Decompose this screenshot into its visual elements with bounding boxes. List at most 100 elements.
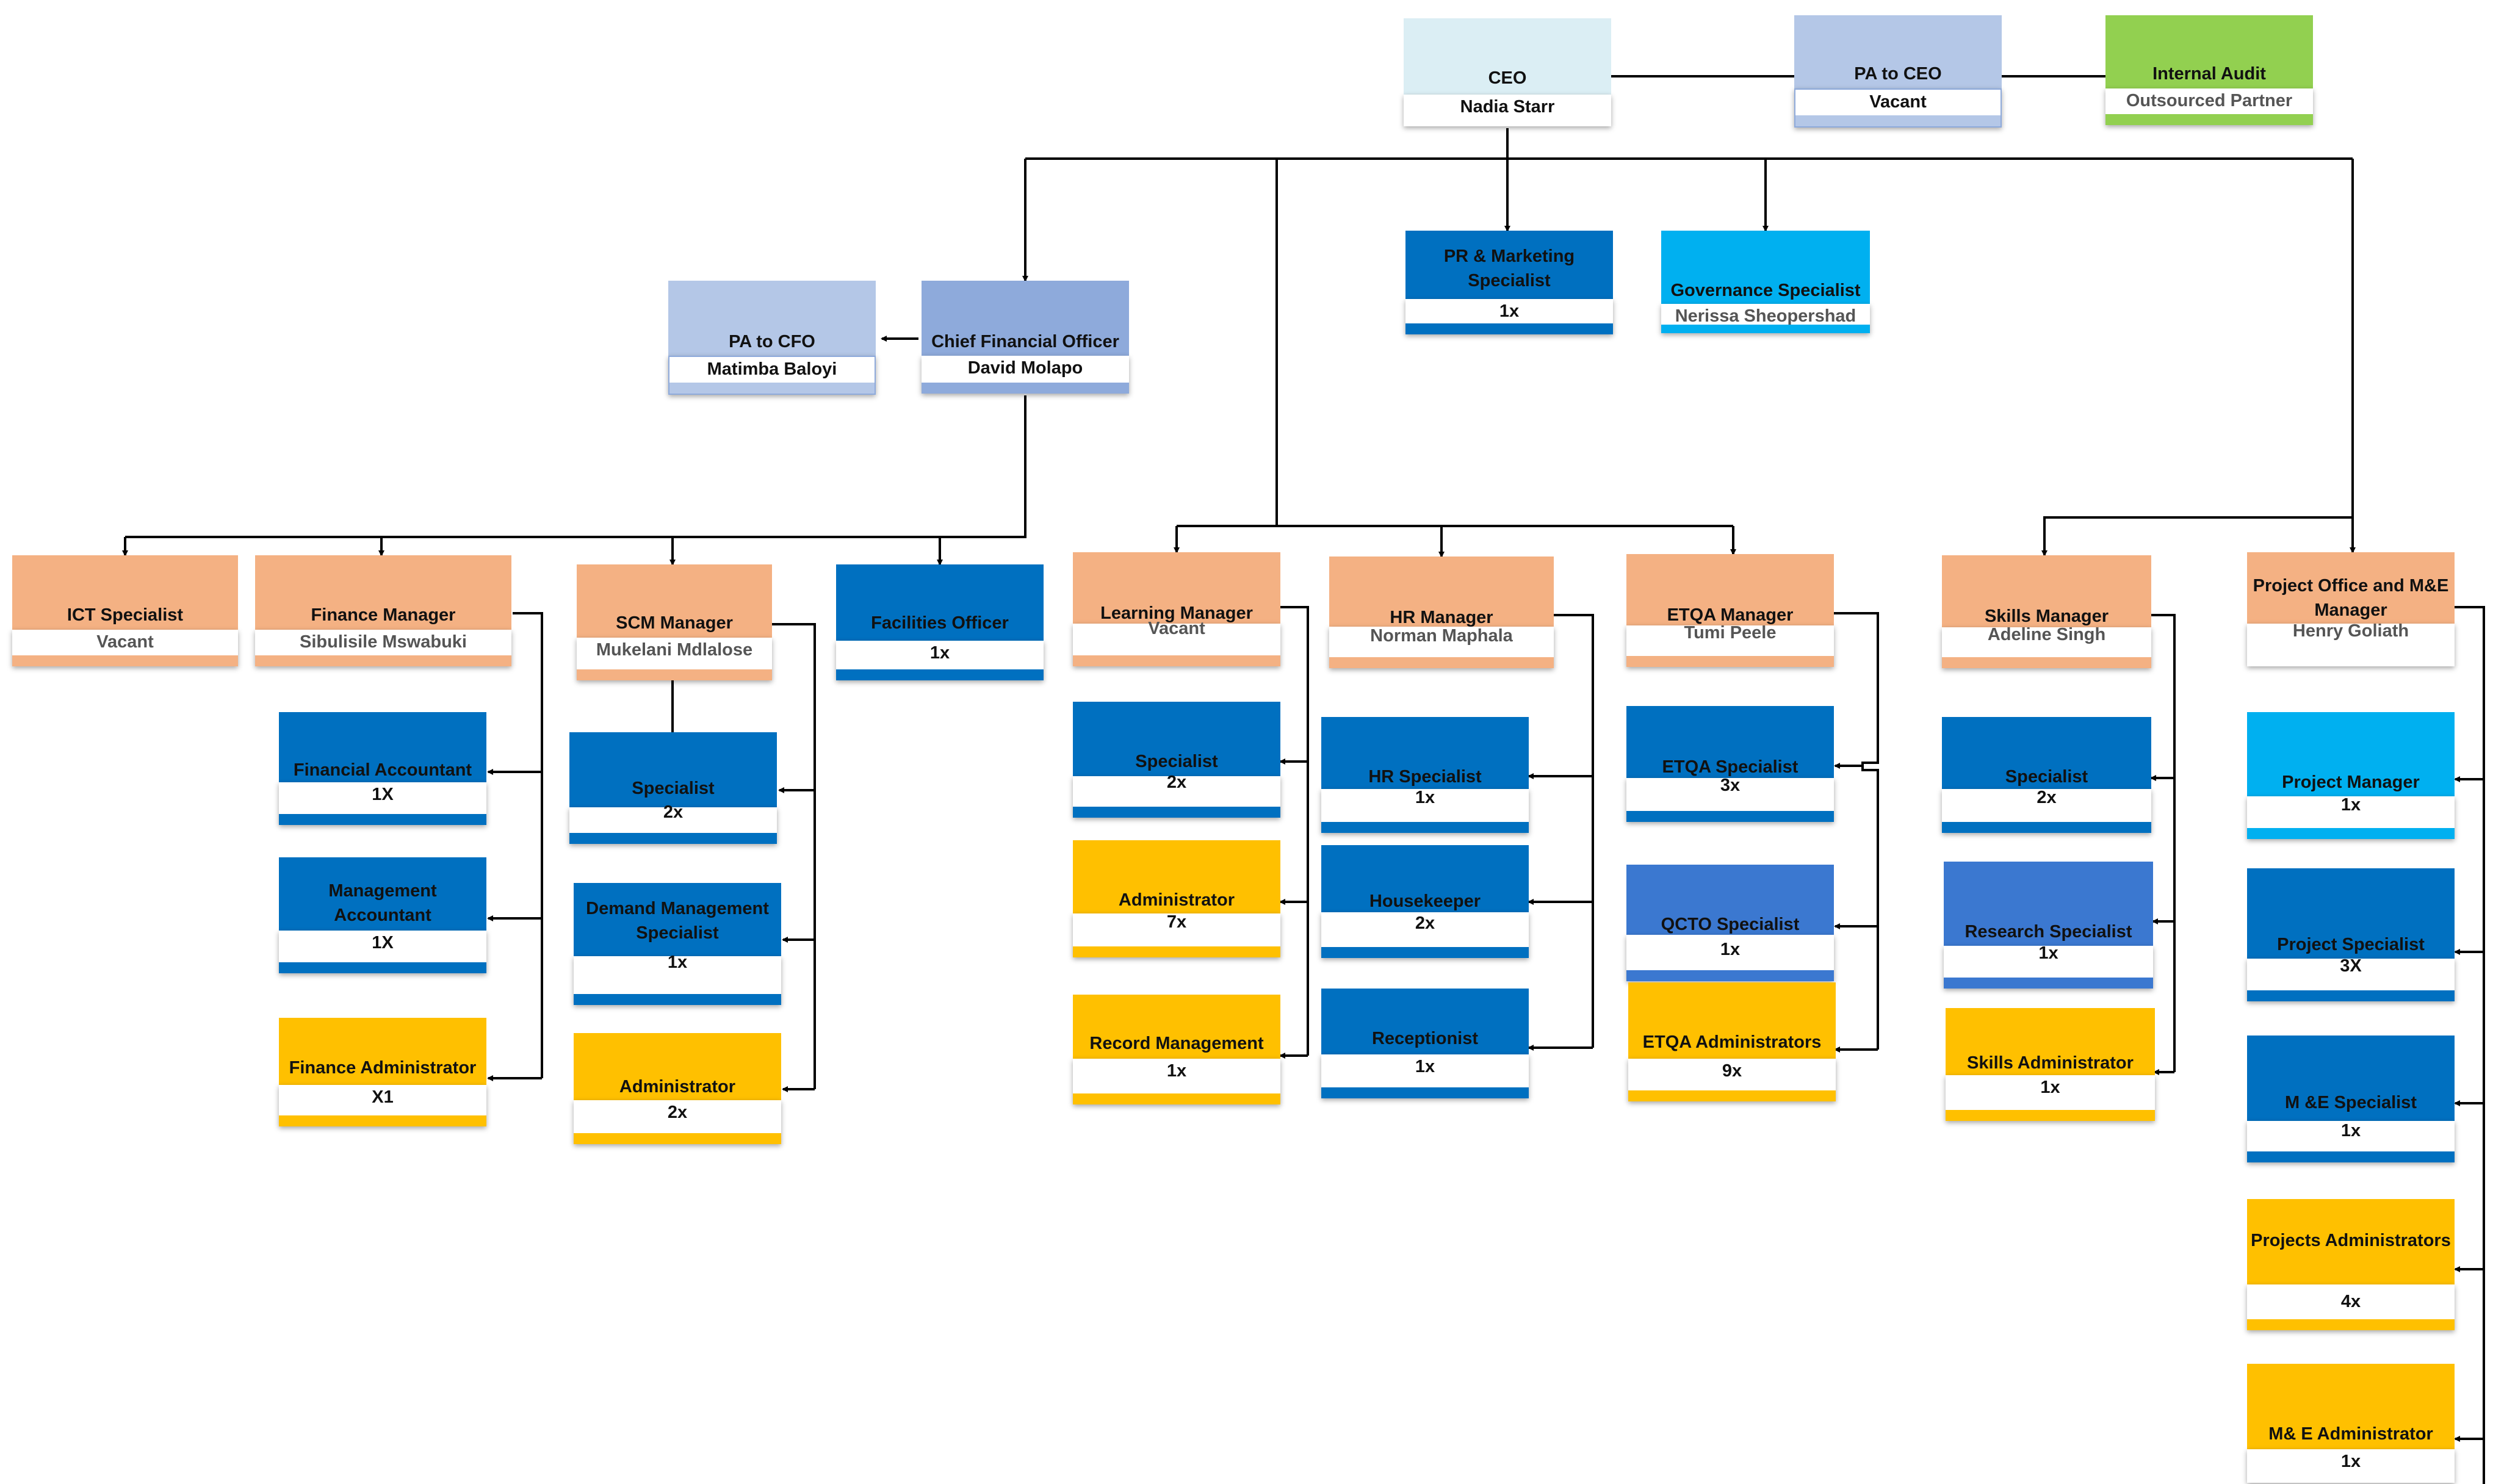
node-financial-accountant: Financial Accountant 1X: [279, 712, 486, 825]
node-subtitle: Nadia Starr: [1460, 97, 1555, 117]
node-subtitle: 3x: [1720, 776, 1741, 795]
node-finance-administrator: Finance Administrator X1: [279, 1018, 486, 1126]
node-title-text: Demand Management Specialist: [586, 899, 769, 943]
node-title: PR & Marketing Specialist: [1405, 244, 1613, 293]
node-subtitle: Tumi Peele: [1684, 623, 1777, 643]
node-learning-administrator: Administrator 7x: [1073, 840, 1280, 957]
node-skills-administrator: Skills Administrator 1x: [1946, 1008, 2155, 1121]
node-skills-specialist: Specialist 2x: [1942, 717, 2151, 833]
node-management-accountant: Management Accountant 1X: [279, 857, 486, 973]
node-demand-management-specialist: Demand Management Specialist 1x: [574, 883, 781, 1005]
node-title: Housekeeper: [1369, 891, 1481, 911]
node-title: CEO: [1488, 68, 1527, 88]
node-title: PA to CEO: [1854, 64, 1942, 84]
node-hr-specialist: HR Specialist 1x: [1321, 717, 1529, 833]
node-subtitle: 2x: [2037, 788, 2057, 807]
node-title: Administrator: [1118, 890, 1235, 910]
node-governance: Governance Specialist Nerissa Sheopersha…: [1661, 231, 1870, 333]
node-title: Receptionist: [1371, 1029, 1479, 1048]
node-internal-audit: Internal Audit Outsourced Partner: [2105, 15, 2313, 125]
node-title: ETQA Manager: [1667, 605, 1794, 625]
node-subtitle: 7x: [1166, 912, 1187, 932]
node-research-specialist: Research Specialist 1x: [1944, 862, 2153, 989]
node-title: Specialist: [1135, 752, 1218, 771]
node-cfo: Chief Financial Officer David Molapo: [922, 281, 1129, 394]
node-title: Project Specialist: [2277, 935, 2425, 954]
node-subtitle: 2x: [667, 1103, 688, 1122]
node-scm-administrator: Administrator 2x: [574, 1033, 781, 1144]
node-subtitle: 9x: [1722, 1061, 1742, 1081]
node-subtitle: 1x: [1415, 788, 1435, 807]
node-title: Research Specialist: [1964, 922, 2132, 942]
node-title: Chief Financial Officer: [931, 332, 1119, 351]
node-subtitle: Henry Goliath: [2292, 621, 2409, 641]
node-subtitle: 1x: [1499, 301, 1520, 321]
node-subtitle: Mukelani Mdlalose: [596, 640, 753, 660]
node-title: Finance Manager: [311, 605, 456, 625]
node-subtitle: 1x: [2340, 1452, 2361, 1471]
node-subtitle: Sibulisile Mswabuki: [300, 632, 467, 652]
node-subtitle: 2x: [1415, 913, 1435, 933]
node-subtitle: 3X: [2340, 956, 2362, 976]
node-subtitle: Outsourced Partner: [2126, 91, 2293, 110]
node-subtitle: Adeline Singh: [1987, 625, 2106, 644]
node-etqa-administrators: ETQA Administrators 9x: [1628, 982, 1836, 1101]
node-title: M &E Specialist: [2285, 1093, 2417, 1112]
node-subtitle: 1x: [2040, 1078, 2060, 1097]
node-subtitle: 1x: [1415, 1057, 1435, 1076]
node-etqa-manager: ETQA Manager Tumi Peele: [1626, 554, 1834, 667]
node-subtitle: Nerissa Sheopershad: [1675, 306, 1856, 326]
node-pa-to-ceo: PA to CEO Vacant: [1794, 15, 2002, 128]
node-title: HR Manager: [1390, 608, 1493, 627]
node-title: Demand Management Specialist: [574, 896, 781, 945]
node-skills-manager: Skills Manager Adeline Singh: [1942, 555, 2151, 668]
node-title: Learning Manager: [1100, 603, 1253, 623]
node-title: PA to CFO: [729, 332, 815, 351]
node-subtitle: 4x: [2340, 1292, 2361, 1311]
node-receptionist: Receptionist 1x: [1321, 989, 1529, 1098]
node-title: Project Manager: [2282, 773, 2420, 792]
node-ceo: CEO Nadia Starr: [1404, 18, 1611, 126]
node-project-manager: Project Manager 1x: [2247, 712, 2455, 839]
node-subtitle: 2x: [1166, 773, 1187, 792]
node-title: Specialist: [632, 779, 715, 798]
node-title: Management Accountant: [279, 879, 486, 928]
node-hr-manager: HR Manager Norman Maphala: [1329, 556, 1554, 668]
node-title: SCM Manager: [616, 613, 733, 633]
node-title-text: PR & Marketing Specialist: [1443, 247, 1575, 290]
node-subtitle: Norman Maphala: [1370, 626, 1513, 646]
node-record-management: Record Management 1x: [1073, 995, 1280, 1104]
node-subtitle: X1: [372, 1087, 394, 1107]
node-ict-specialist: ICT Specialist Vacant: [12, 555, 238, 666]
node-housekeeper: Housekeeper 2x: [1321, 845, 1529, 958]
node-subtitle: 1x: [929, 643, 950, 663]
node-me-administrator: M& E Administrator 1x: [2247, 1364, 2455, 1483]
node-project-specialist: Project Specialist 3X: [2247, 868, 2455, 1001]
node-subtitle: 1x: [2340, 1121, 2361, 1140]
node-title: Project Office and M&E Manager: [2247, 574, 2455, 622]
node-learning-specialist: Specialist 2x: [1073, 702, 1280, 818]
node-learning-manager: Learning Manager Vacant: [1073, 552, 1280, 666]
node-title: ETQA Administrators: [1642, 1032, 1822, 1052]
node-scm-manager: SCM Manager Mukelani Mdlalose: [577, 564, 772, 680]
node-subtitle: 1x: [667, 953, 688, 972]
node-subtitle: David Molapo: [967, 358, 1083, 378]
node-title: Specialist: [2005, 767, 2088, 787]
node-subtitle: 1x: [1720, 940, 1741, 959]
node-title: QCTO Specialist: [1661, 915, 1800, 934]
node-title: ICT Specialist: [67, 605, 184, 625]
node-subtitle: 1x: [2340, 795, 2361, 815]
node-title: Administrator: [619, 1077, 736, 1097]
node-subtitle: Vacant: [1869, 92, 1927, 112]
node-subtitle: 1X: [372, 785, 394, 804]
node-finance-manager: Finance Manager Sibulisile Mswabuki: [255, 555, 511, 666]
node-subtitle: Vacant: [1148, 619, 1205, 638]
node-me-specialist: M &E Specialist 1x: [2247, 1036, 2455, 1162]
node-title: Governance Specialist: [1670, 281, 1861, 300]
node-facilities-officer: Facilities Officer 1x: [836, 564, 1044, 680]
node-title: Internal Audit: [2152, 64, 2266, 84]
node-title-text: Management Accountant: [328, 881, 437, 925]
node-title: Skills Manager: [1984, 607, 2109, 626]
node-subtitle: 1x: [1166, 1061, 1187, 1081]
